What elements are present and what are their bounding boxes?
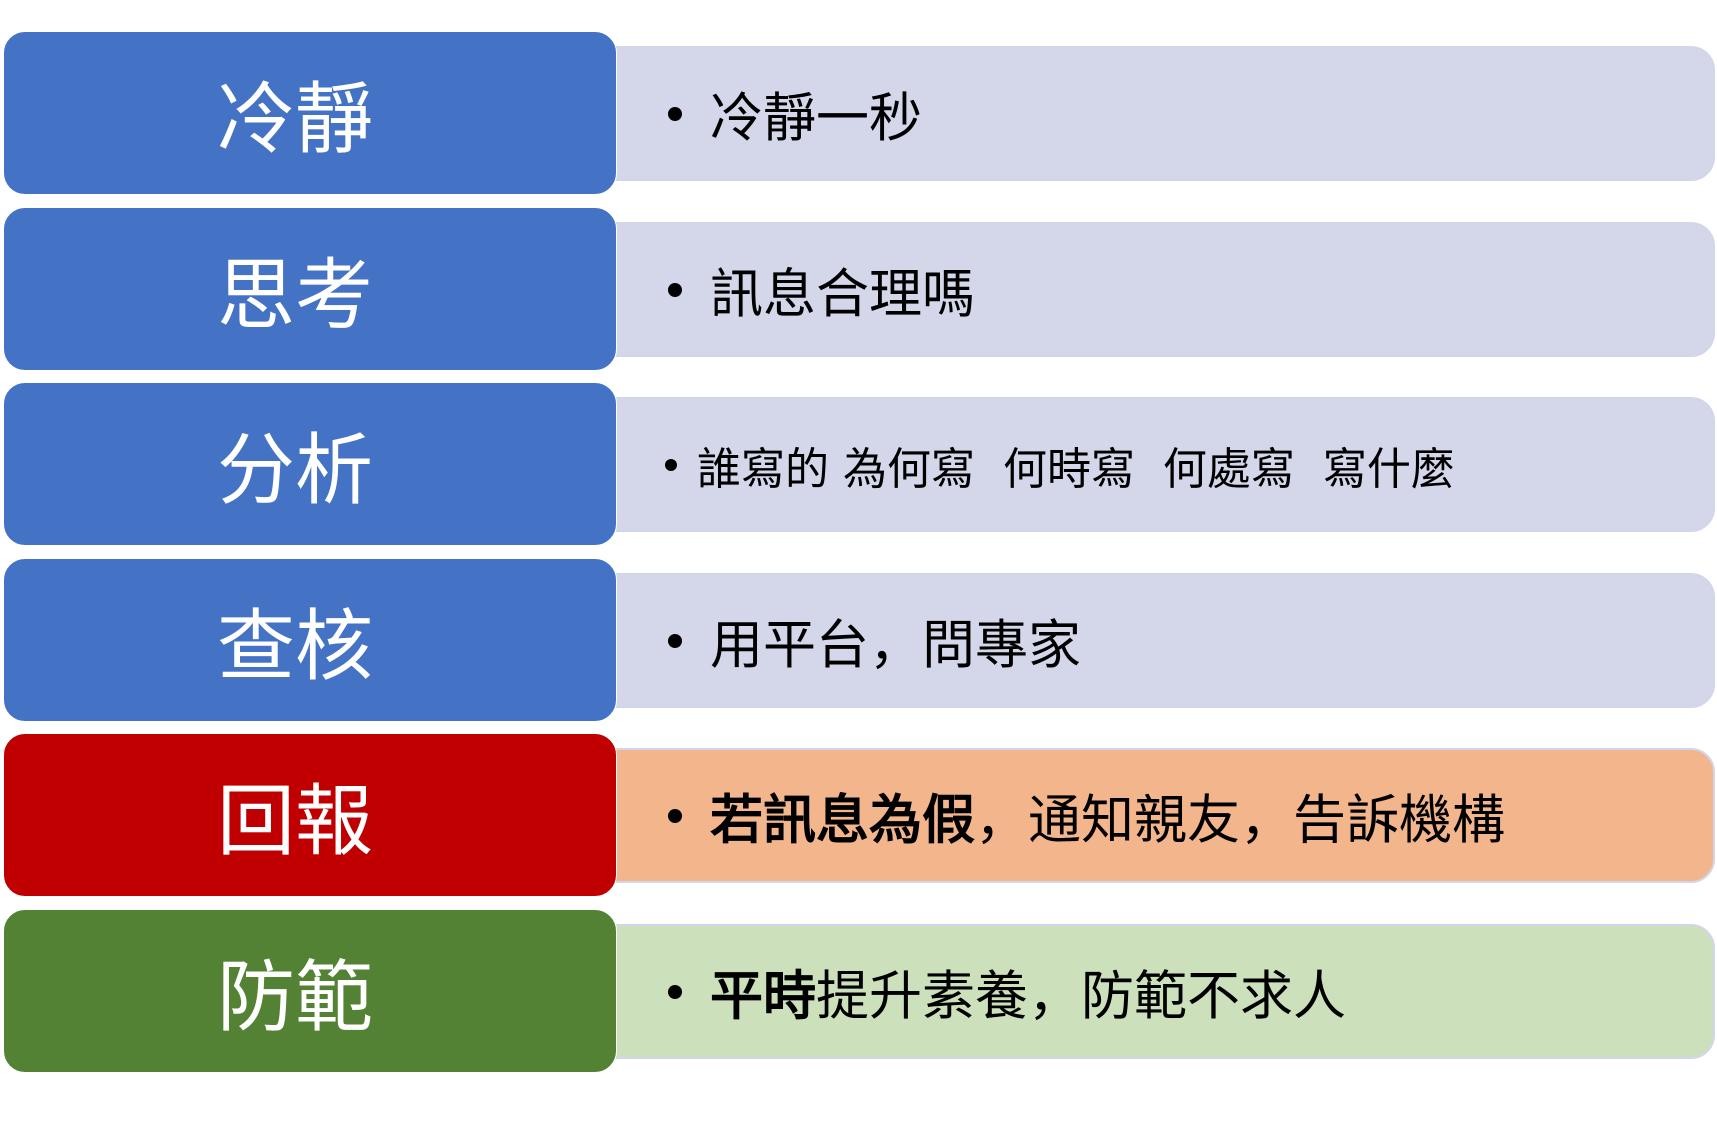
step-label: 冷靜 <box>3 31 617 195</box>
step-content: 冷靜一秒 <box>605 46 1715 181</box>
step-label-text: 思考 <box>216 251 373 341</box>
step-row-verify: 查核 用平台，問專家 <box>0 558 1717 722</box>
step-label: 分析 <box>3 382 617 546</box>
step-content: 用平台，問專家 <box>605 573 1715 708</box>
step-text-bold: 若訊息為假 <box>710 789 975 851</box>
step-text: 誰寫的 為何寫 何時寫 何處寫 寫什麼 <box>697 443 1455 495</box>
step-text-rest: 提升素養，防範不求人 <box>816 965 1346 1027</box>
bullet-icon <box>668 106 682 121</box>
step-text-bold: 平時 <box>710 965 816 1027</box>
step-row-report: 回報 若訊息為假，通知親友，告訴機構 <box>0 733 1717 897</box>
step-label-text: 回報 <box>216 777 373 867</box>
step-label: 思考 <box>3 207 617 371</box>
bullet-icon <box>665 458 677 471</box>
step-text-rest: ，通知親友，告訴機構 <box>975 789 1505 851</box>
step-content: 訊息合理嗎 <box>605 222 1715 357</box>
bullet-icon <box>668 984 682 999</box>
step-text: 用平台，問專家 <box>710 614 1081 676</box>
step-content: 若訊息為假，通知親友，告訴機構 <box>605 748 1715 883</box>
step-text: 冷靜一秒 <box>710 87 922 149</box>
step-text: 若訊息為假，通知親友，告訴機構 <box>710 778 1505 854</box>
step-label: 回報 <box>3 733 617 897</box>
step-content: 平時提升素養，防範不求人 <box>605 924 1715 1059</box>
step-label-text: 冷靜 <box>216 75 373 165</box>
step-text: 訊息合理嗎 <box>710 263 975 325</box>
step-row-think: 思考 訊息合理嗎 <box>0 207 1717 371</box>
bullet-icon <box>668 633 682 648</box>
step-row-prevent: 防範 平時提升素養，防範不求人 <box>0 909 1717 1073</box>
step-label-text: 查核 <box>216 602 373 692</box>
step-row-calm: 冷靜 冷靜一秒 <box>0 31 1717 195</box>
step-text: 平時提升素養，防範不求人 <box>710 954 1346 1030</box>
step-label: 查核 <box>3 558 617 722</box>
step-row-analyze: 分析 誰寫的 為何寫 何時寫 何處寫 寫什麼 <box>0 382 1717 546</box>
step-content: 誰寫的 為何寫 何時寫 何處寫 寫什麼 <box>605 397 1715 532</box>
bullet-icon <box>668 808 682 823</box>
bullet-icon <box>668 282 682 297</box>
step-label: 防範 <box>3 909 617 1073</box>
step-label-text: 防範 <box>216 953 373 1043</box>
step-label-text: 分析 <box>216 426 373 516</box>
